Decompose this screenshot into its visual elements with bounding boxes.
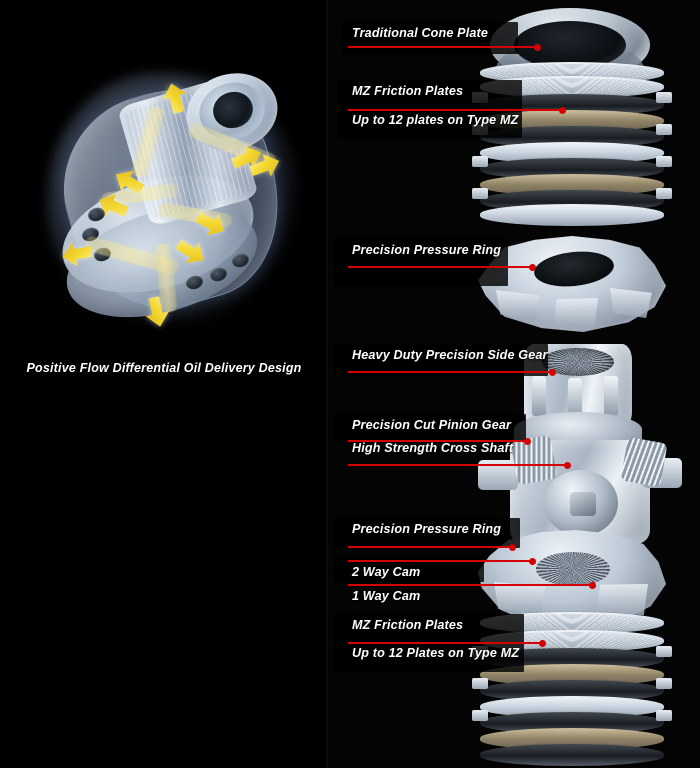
callout-label-precision-pressure-ring-upper: Precision Pressure Ring — [352, 243, 502, 257]
leader-line — [348, 584, 593, 586]
plate-tab — [656, 92, 672, 103]
leader-dot — [589, 581, 596, 589]
mz-friction-plate-stack-lower — [472, 612, 672, 768]
plate-tab — [656, 156, 672, 167]
leader-line — [348, 642, 543, 644]
leader-line — [348, 440, 528, 442]
left-panel-oil-flow: Positive Flow Differential Oil Delivery … — [0, 0, 328, 768]
callout-label-mz-friction-plates-bottom: MZ Friction Plates — [352, 618, 464, 632]
callout-label-precision-pressure-ring-lower: Precision Pressure Ring — [352, 522, 502, 536]
leader-dot — [559, 106, 566, 114]
plate-tab — [656, 710, 672, 721]
side-gear-rib — [532, 376, 546, 416]
leader-line — [348, 560, 533, 562]
leader-dot — [564, 461, 571, 469]
plate-tab — [472, 156, 488, 167]
leader-line — [348, 371, 553, 373]
leader-dot — [529, 263, 536, 271]
leader-line — [348, 46, 538, 48]
callout-label-mz-friction-plates-top: MZ Friction Plates — [352, 84, 464, 98]
plate-tab — [656, 678, 672, 689]
precision-cut-pinion-gear-part — [510, 434, 558, 486]
plate-tab — [656, 188, 672, 199]
cone-plate-bore — [514, 21, 626, 69]
leader-dot — [529, 557, 536, 565]
callout-sublabel-mz-friction-plates-bottom: Up to 12 Plates on Type MZ — [352, 646, 520, 660]
label-backdrop — [334, 238, 508, 286]
callout-label-precision-cut-pinion-gear: Precision Cut Pinion Gear — [352, 418, 512, 432]
label-backdrop — [334, 518, 520, 548]
leader-line — [348, 109, 563, 111]
panel-divider — [326, 0, 329, 768]
leader-dot — [539, 639, 546, 647]
pressure-ring-vane — [496, 290, 540, 320]
label-backdrop — [342, 22, 518, 54]
plate-tab — [472, 678, 488, 689]
precision-cut-pinion-gear-part — [620, 436, 668, 488]
two-way-cam-face — [494, 582, 546, 614]
mz-friction-plate-stack-upper — [472, 62, 672, 226]
callout-label-heavy-duty-precision-side-gear: Heavy Duty Precision Side Gear — [352, 348, 548, 362]
callout-label-traditional-cone-plate: Traditional Cone Plate — [352, 26, 489, 40]
cam-spline-hub — [536, 552, 610, 586]
plate-tab — [472, 188, 488, 199]
exploded-assembly-illustration — [328, 0, 700, 768]
cross-shaft-center-pin — [570, 492, 596, 516]
plate-tab — [656, 646, 672, 657]
label-backdrop — [334, 414, 526, 442]
leader-dot — [534, 43, 541, 51]
leader-line — [348, 546, 513, 548]
callout-label-one-way-cam: 1 Way Cam — [352, 589, 421, 603]
left-panel-caption: Positive Flow Differential Oil Delivery … — [26, 361, 302, 375]
pressure-ring-vane — [610, 288, 652, 318]
leader-line — [348, 266, 533, 268]
side-gear-rib — [604, 376, 618, 416]
leader-dot — [509, 543, 516, 551]
one-way-cam-face — [596, 584, 648, 616]
label-backdrop — [334, 344, 548, 376]
pressure-ring-vane — [554, 298, 598, 328]
side-gear-rib — [568, 378, 582, 420]
leader-dot — [524, 437, 531, 445]
leader-line — [348, 464, 568, 466]
plate-tab — [656, 124, 672, 135]
right-panel-exploded-view: Traditional Cone Plate MZ Friction Plate… — [328, 0, 700, 768]
ghosted-lsd-unit-illustration — [36, 62, 308, 338]
leader-dot — [549, 368, 556, 376]
callout-label-two-way-cam: 2 Way Cam — [352, 565, 421, 579]
callout-label-high-strength-cross-shaft: High Strength Cross Shaft — [352, 441, 514, 455]
callout-sublabel-mz-friction-plates-top: Up to 12 plates on Type MZ — [352, 113, 519, 127]
plate-tab — [472, 710, 488, 721]
